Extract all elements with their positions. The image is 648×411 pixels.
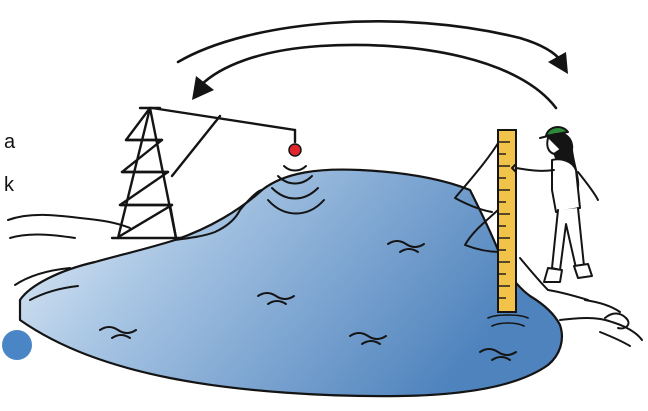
cropped-caption-line-2: k [4, 175, 14, 195]
curved-double-arrow-icon [178, 21, 562, 108]
cropped-caption-line-1: a [4, 132, 15, 152]
carousel-dot-indicator[interactable] [2, 330, 32, 360]
person-with-staff-gauge-icon [512, 127, 598, 282]
water-body [20, 170, 562, 397]
